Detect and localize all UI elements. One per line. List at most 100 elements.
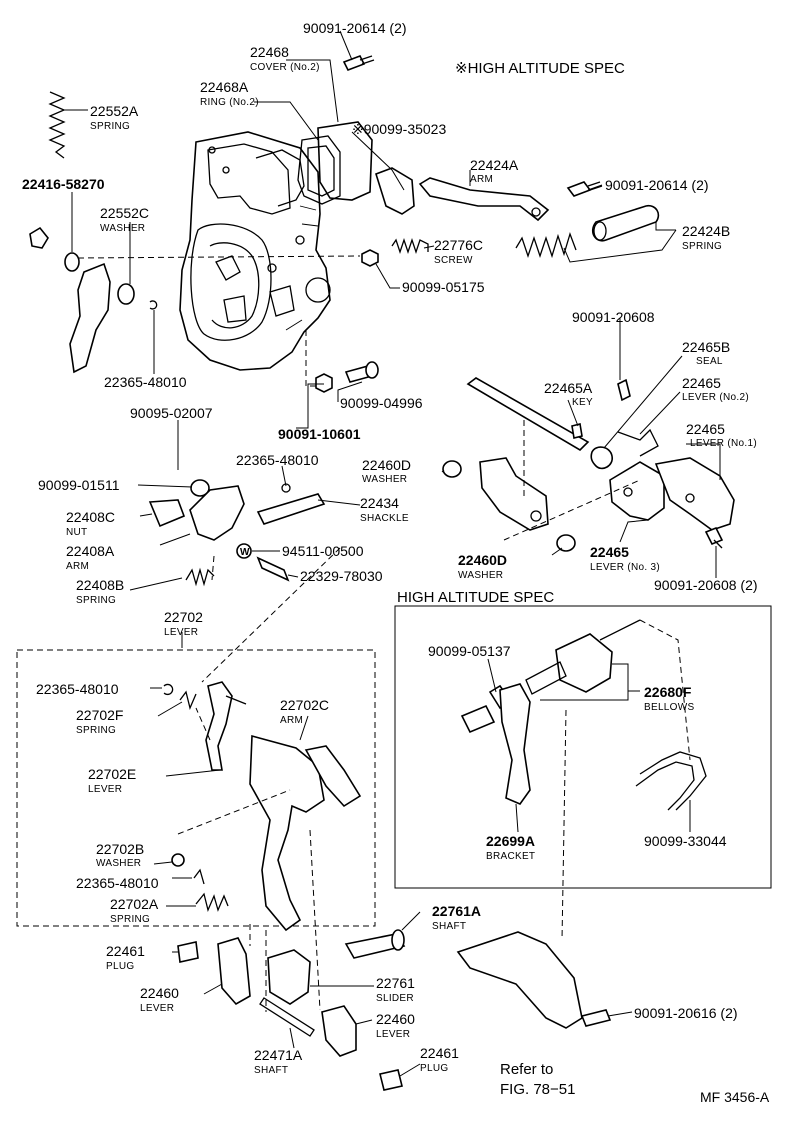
label-22468: 22468	[250, 44, 289, 60]
label-90091-20616: 90091-20616 (2)	[634, 1005, 738, 1021]
label-22761a-name: SHAFT	[432, 921, 466, 932]
label-22702c-name: ARM	[280, 715, 303, 726]
label-90099-01511: 90099-01511	[38, 477, 120, 493]
arm-22424a-drawing	[418, 177, 550, 222]
label-22465-no2-name: LEVER (No.2)	[682, 392, 749, 403]
bolt-drawing-mid	[566, 181, 592, 197]
lever-subassembly-box	[16, 649, 376, 927]
carburetor-body-drawing	[179, 131, 331, 371]
label-22702e-name: LEVER	[88, 784, 122, 795]
label-22702b: 22702B	[96, 841, 144, 857]
label-90091-20608-a: 90091-20608	[572, 309, 655, 325]
label-22776c-name: SCREW	[434, 255, 473, 266]
label-22471a-name: SHAFT	[254, 1065, 288, 1076]
label-22702a-name: SPRING	[110, 914, 150, 925]
label-22460-b-name: LEVER	[376, 1029, 410, 1040]
mounting-bracket-drawing	[456, 931, 583, 1029]
label-22408a-name: ARM	[66, 561, 89, 572]
lever-assembly-right-drawing	[571, 378, 735, 531]
label-22699a-name: BRACKET	[486, 851, 535, 862]
label-22761-name: SLIDER	[376, 993, 414, 1004]
label-22365-48010-d: 22365-48010	[76, 875, 159, 891]
spring-22424b-drawing	[515, 204, 660, 259]
label-90099-05175: 90099-05175	[402, 279, 485, 295]
screw-78030-drawing	[256, 556, 290, 582]
label-22460-a-name: LEVER	[140, 1003, 174, 1014]
svg-text:W: W	[240, 547, 250, 558]
bellows-assembly-drawing	[460, 619, 707, 811]
label-22761a: 22761A	[432, 903, 481, 919]
label-22424b-name: SPRING	[682, 241, 722, 252]
bottom-parts-drawing	[177, 929, 406, 1091]
label-22465b-name: SEAL	[696, 356, 723, 367]
label-22461-b-name: PLUG	[420, 1063, 448, 1074]
left-bracket-drawing	[69, 262, 111, 374]
label-90099-05137: 90099-05137	[428, 643, 511, 659]
label-22702-name: LEVER	[164, 627, 198, 638]
label-22408a: 22408A	[66, 543, 115, 559]
label-22460d-a-name: WASHER	[362, 474, 407, 485]
label-22434: 22434	[360, 495, 399, 511]
bolt-58270-drawing	[29, 226, 49, 249]
label-22408c-name: NUT	[66, 527, 87, 538]
label-90091-20614-top: 90091-20614 (2)	[303, 20, 407, 36]
label-22680f: 22680F	[644, 684, 692, 700]
label-90099-35023: ※90099-35023	[352, 121, 446, 137]
label-22465-no1-name: LEVER (No.1)	[690, 438, 757, 449]
figure-code: MF 3456-A	[700, 1089, 770, 1105]
label-22465b: 22465B	[682, 339, 730, 355]
clip-drawing	[149, 300, 158, 310]
spring-22552a-drawing	[48, 91, 66, 159]
lever-22702-subassembly-drawing	[163, 681, 362, 932]
label-22702f: 22702F	[76, 707, 123, 723]
label-22465a: 22465A	[544, 380, 593, 396]
assembly-dashed-lines	[77, 255, 691, 1012]
label-22461-b: 22461	[420, 1045, 459, 1061]
throttle-shaft-drawing	[466, 377, 590, 452]
high-altitude-spec-box: HIGH ALTITUDE SPEC	[394, 589, 772, 889]
label-22468a: 22468A	[200, 79, 249, 95]
label-22461-a-name: PLUG	[106, 961, 134, 972]
label-22552a: 22552A	[90, 103, 139, 119]
label-22468a-name: RING (No.2)	[200, 97, 259, 108]
bolt-20608-drawing	[704, 526, 724, 546]
label-22699a: 22699A	[486, 833, 535, 849]
label-22460d-b: 22460D	[458, 552, 507, 568]
label-22761: 22761	[376, 975, 415, 991]
label-90095-02007: 90095-02007	[130, 405, 213, 421]
label-22465a-name: KEY	[572, 397, 593, 408]
label-90099-33044: 90099-33044	[644, 833, 727, 849]
lever-22460d-drawing	[442, 457, 576, 552]
bolt-drawing-top	[342, 54, 375, 72]
label-22552c-name: WASHER	[100, 223, 145, 234]
label-22365-48010-a: 22365-48010	[104, 374, 187, 390]
high-altitude-spec-note: ※HIGH ALTITUDE SPEC	[455, 60, 625, 77]
label-94511-00500: 94511-00500	[282, 543, 364, 559]
bracket-drawing	[375, 167, 415, 215]
label-22365-48010-b: 22365-48010	[236, 452, 319, 468]
label-22424b: 22424B	[682, 223, 730, 239]
label-22702c: 22702C	[280, 697, 329, 713]
label-90091-10601: 90091-10601	[278, 426, 361, 442]
label-22329-78030: 22329-78030	[300, 568, 383, 584]
washer-22552c-drawing	[117, 283, 135, 305]
label-22552c: 22552C	[100, 205, 149, 221]
label-22461-a: 22461	[106, 943, 145, 959]
label-22365-48010-c: 22365-48010	[36, 681, 119, 697]
label-22465-no2: 22465	[682, 375, 721, 391]
label-22465-no3-name: LEVER (No. 3)	[590, 562, 660, 573]
label-22702f-name: SPRING	[76, 725, 116, 736]
label-90099-04996: 90099-04996	[340, 395, 423, 411]
label-22468-name: COVER (No.2)	[250, 62, 320, 73]
high-altitude-box-title: HIGH ALTITUDE SPEC	[397, 589, 554, 606]
nut-05175-drawing	[361, 249, 379, 267]
nut-10601-drawing	[315, 373, 333, 393]
label-22460-a: 22460	[140, 985, 179, 1001]
label-22460d-a: 22460D	[362, 457, 411, 473]
label-22471a: 22471A	[254, 1047, 303, 1063]
label-22702e: 22702E	[88, 766, 136, 782]
label-90091-20608-b: 90091-20608 (2)	[654, 577, 758, 593]
label-22465-no1: 22465	[686, 421, 725, 437]
label-22424a: 22424A	[470, 157, 519, 173]
refer-line-1: Refer to	[500, 1061, 553, 1078]
